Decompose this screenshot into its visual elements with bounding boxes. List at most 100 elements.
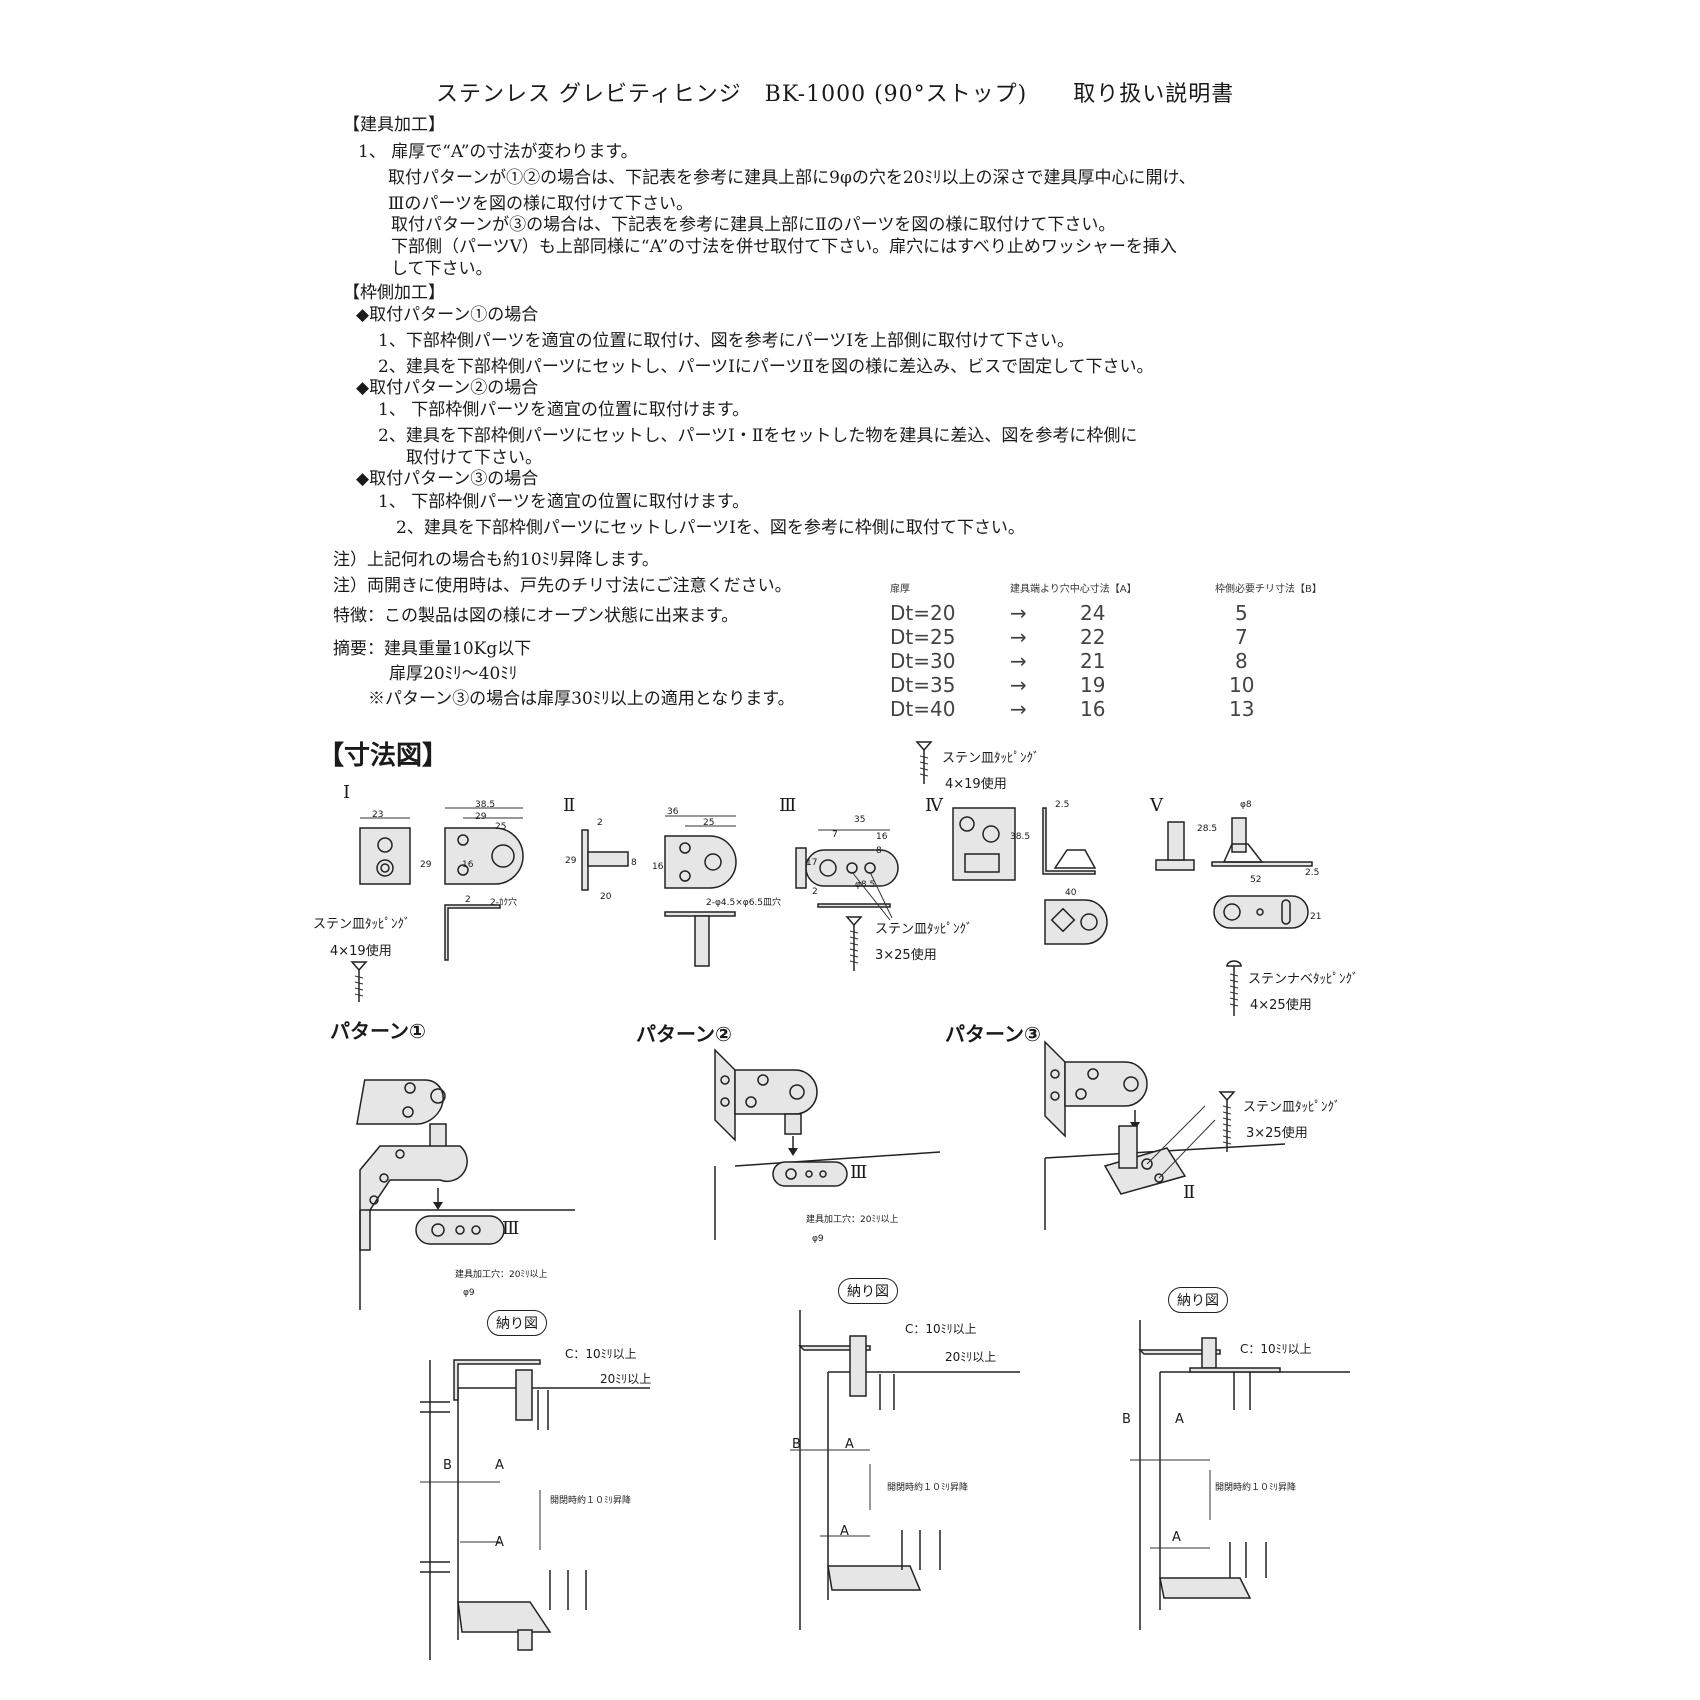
- screw-head-icon: [757, 1074, 769, 1086]
- leader-line: [1146, 1105, 1206, 1165]
- pattern-3-hole: [1141, 1158, 1153, 1170]
- screw-icon: [1233, 1372, 1251, 1410]
- pattern-2-pin: [784, 1113, 802, 1135]
- dim-36: 36: [667, 807, 679, 817]
- spec-b: 13: [1229, 697, 1255, 721]
- pattern-2-a: A: [845, 1437, 854, 1452]
- pattern-3-upright: [1044, 1040, 1066, 1138]
- part-5-plan: [1213, 895, 1309, 929]
- pattern-3-part-label: Ⅱ: [1183, 1182, 1196, 1203]
- pattern-2-a2: A: [840, 1524, 849, 1539]
- spec-arrow: →: [1010, 625, 1027, 649]
- pattern3-heading: ◆取付パターン③の場合: [356, 469, 539, 489]
- pattern-3-hole: [1154, 1173, 1164, 1183]
- pattern-2-hole: [720, 1097, 730, 1107]
- door-line3: Ⅲのパーツを図の様に取付けて下さい。: [388, 194, 694, 214]
- dim-20: 20: [600, 892, 612, 902]
- part-4-side: [1042, 807, 1096, 875]
- spec-arrow: →: [1010, 673, 1027, 697]
- part-2-pin: [704, 853, 722, 871]
- pattern-1-hole: [430, 1088, 446, 1104]
- part-3-hole: [846, 862, 858, 874]
- pattern-1-top-plate: [356, 1079, 444, 1125]
- dimension-heading: 【寸法図】: [318, 741, 449, 771]
- pattern-1-part-label: Ⅲ: [502, 1218, 520, 1239]
- bracket-bottom: [1159, 1577, 1252, 1599]
- part-5-rib: [1222, 843, 1264, 863]
- dim-16: 16: [652, 862, 664, 872]
- dim-29: 29: [475, 812, 487, 822]
- part-1-hole: [380, 863, 390, 873]
- dim-40: 40: [1065, 888, 1077, 898]
- pattern-1-part-3: [415, 1215, 505, 1245]
- dim-38-5: 38.5: [475, 800, 496, 810]
- pattern-3-label: パターン③: [945, 1022, 1041, 1046]
- screw-icon: [537, 1390, 549, 1430]
- part-label-2: Ⅱ: [563, 795, 576, 816]
- bracket-top: [1138, 1349, 1221, 1355]
- spec-a: 21: [1080, 649, 1106, 673]
- pattern-2-hole: [720, 1075, 730, 1085]
- screw-5-type: ステンナベﾀｯﾋﾟﾝｸﾞ: [1248, 972, 1359, 987]
- spec-dt: Dt=30: [890, 649, 956, 673]
- dim-2-5: 2.5: [1055, 800, 1070, 810]
- table-row: Dt=20 → 24 5: [890, 601, 1335, 625]
- part-4-drawing: [952, 807, 1108, 945]
- dim-17: 17: [806, 858, 818, 868]
- pattern-2-depth: 20ﾐﾘ以上: [945, 1350, 997, 1364]
- dim-8: 8: [631, 858, 637, 868]
- spec-a: 16: [1080, 697, 1106, 721]
- section-heading-door: 【建具加工】: [343, 115, 445, 135]
- pattern-3-b: B: [1122, 1412, 1131, 1427]
- pattern-1-hole: [395, 1149, 405, 1159]
- part-5-hole: [1256, 908, 1264, 916]
- dim-29-side: 29: [420, 860, 432, 870]
- screw-icon: [1226, 960, 1242, 1016]
- pattern-2-hole: [805, 1170, 813, 1178]
- screw-3-type: ステン皿ﾀｯﾋﾟﾝｸﾞ: [875, 922, 973, 937]
- table-row: Dt=25 → 22 7: [890, 625, 1335, 649]
- dim-2: 2: [597, 818, 603, 828]
- pattern-3-part-2: [1103, 1147, 1187, 1195]
- dim-2hole: 2-φ4.5×φ6.5皿穴: [706, 898, 782, 908]
- pattern-1-hole: [369, 1195, 379, 1205]
- pattern-1-hole: [455, 1225, 465, 1235]
- part-3-plan: [805, 849, 899, 887]
- pattern-1-b: B: [443, 1458, 452, 1473]
- pattern-2-detail: [790, 1310, 1020, 1630]
- part-3-edge: [817, 903, 891, 908]
- dim-7: 7: [832, 830, 838, 840]
- screw-icon: [879, 1374, 895, 1410]
- leader-line: [869, 871, 893, 919]
- pattern-3-hole: [1123, 1076, 1139, 1092]
- dim-2: 2: [812, 887, 818, 897]
- spec-a: 22: [1080, 625, 1106, 649]
- table-row: Dt=35 → 19 10: [890, 673, 1335, 697]
- pattern1-step2: 2、建具を下部枠側パーツにセットし、パーツⅠにパーツⅡを図の様に差込み、ビスで固…: [378, 357, 1154, 377]
- spec-dt: Dt=25: [890, 625, 956, 649]
- door-line2: 取付パターンが①②の場合は、下記表を参考に建具上部に9φの穴を20ﾐﾘ以上の深さ…: [388, 168, 1196, 188]
- pattern-2-b: B: [792, 1437, 801, 1452]
- pattern-3-a: A: [1175, 1412, 1184, 1427]
- dim-8: 8: [876, 846, 882, 856]
- dim-2-5: 2.5: [1305, 868, 1320, 878]
- door-item1: 1、 扉厚で“A”の寸法が変わります。: [358, 142, 638, 162]
- dim-phi-8: φ8: [1240, 800, 1252, 810]
- pattern-1-depth: 20ﾐﾘ以上: [600, 1372, 652, 1386]
- spec-a: 19: [1080, 673, 1106, 697]
- pattern1-heading: ◆取付パターン①の場合: [356, 305, 539, 325]
- pattern-2-hole-note: 建具加工穴：20ﾐﾘ以上: [806, 1215, 899, 1225]
- spec-arrow: →: [1010, 649, 1027, 673]
- part-label-4: Ⅳ: [925, 795, 943, 816]
- pattern-1-label: パターン①: [330, 1019, 426, 1043]
- screw-4-type: ステン皿ﾀｯﾋﾟﾝｸﾞ: [942, 751, 1040, 766]
- pattern-1-hole: [379, 1173, 389, 1183]
- part-4-square: [1050, 907, 1076, 933]
- door-line6: して下さい。: [391, 259, 493, 279]
- door-edge: [734, 1151, 941, 1167]
- dim-phi-8-5: φ8.5: [855, 880, 876, 890]
- screw-icon: [420, 1401, 450, 1413]
- screw-icon: [549, 1570, 587, 1610]
- pin: [517, 1629, 533, 1651]
- dim-25: 25: [703, 818, 715, 828]
